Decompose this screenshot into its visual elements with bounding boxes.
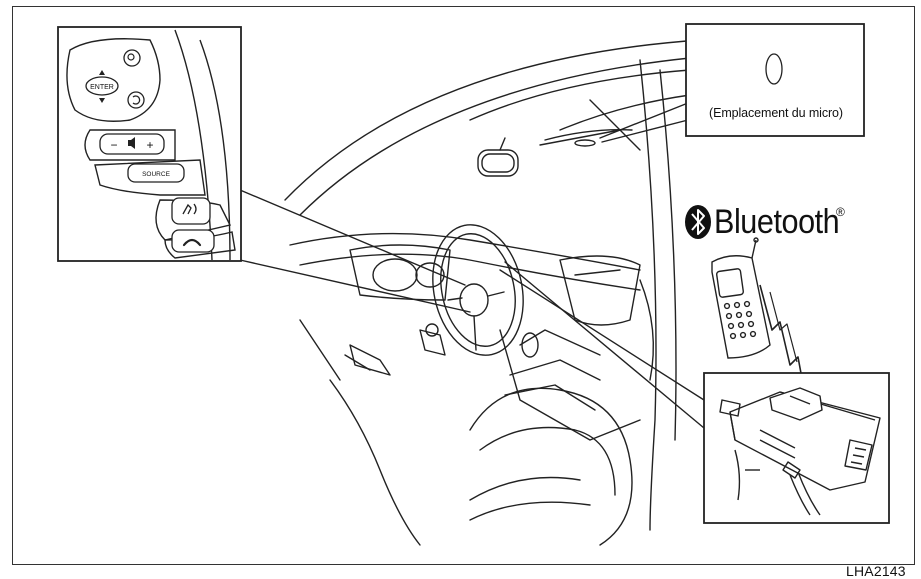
volume-plus-label: + — [146, 138, 153, 152]
source-button-label: SOURCE — [142, 171, 170, 178]
phonebook-button[interactable] — [124, 50, 140, 66]
microphone-location-label: (Emplacement du micro) — [690, 106, 862, 120]
figure-code-label: LHA2143 — [846, 563, 906, 579]
bluetooth-module-inset — [704, 373, 889, 523]
volume-minus-label: − — [110, 138, 117, 152]
enter-button-label: ENTER — [90, 84, 114, 91]
rear-view-mirror — [478, 138, 518, 176]
registered-trademark-mark: ® — [836, 205, 845, 219]
front-seats — [300, 320, 632, 545]
bluetooth-logo-icon — [685, 205, 711, 239]
leader-lines — [240, 103, 704, 428]
dashboard — [290, 234, 640, 355]
mobile-phone-illustration — [712, 238, 770, 358]
bluetooth-wordmark: Bluetooth — [714, 203, 839, 242]
steering-wheel — [421, 216, 535, 363]
back-button[interactable] — [128, 92, 144, 108]
windshield-outline — [285, 40, 700, 215]
steering-switch-inset: ENTER − + SOURCE — [58, 27, 241, 261]
microphone-icon — [766, 54, 782, 84]
talk-button[interactable] — [172, 198, 210, 224]
